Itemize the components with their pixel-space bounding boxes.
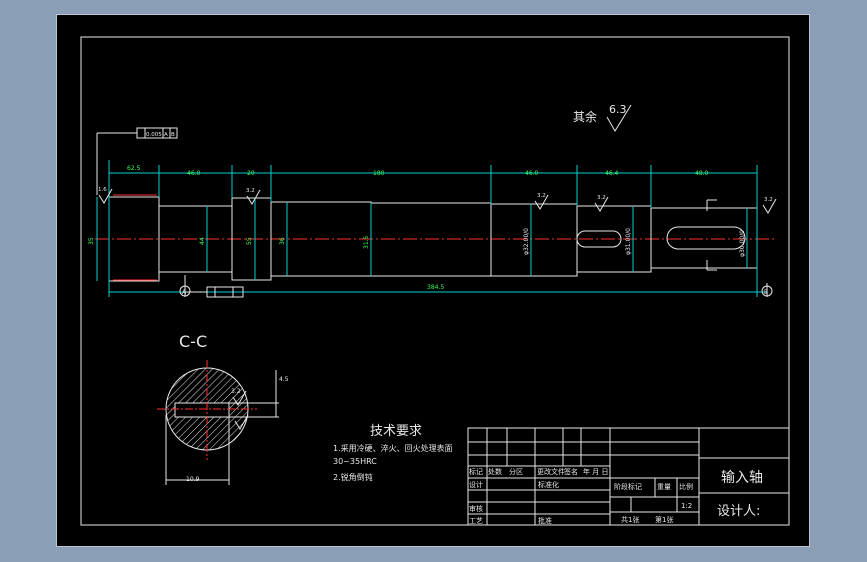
tb-sheet-no: 第1张 — [655, 515, 673, 524]
tech-req-item-3: 2.锐角倒钝 — [333, 472, 373, 482]
roughness-rest-value: 6.3 — [609, 103, 627, 116]
part-name: 输入轴 — [721, 470, 763, 486]
shaft-outline — [108, 196, 758, 282]
tb-count: 处数 — [488, 467, 502, 476]
tb-mark: 标记 — [469, 467, 483, 476]
dim-fit-2: φ31.00/0 — [625, 228, 632, 255]
section-view — [157, 360, 279, 485]
tb-process: 工艺 — [469, 517, 483, 525]
dim-diameter-1: 35 — [88, 237, 95, 245]
dim-fit-1: φ32.00/0 — [523, 228, 530, 255]
section-dim-width: 10.9 — [186, 476, 200, 483]
tech-req-item-2: 30~35HRC — [333, 457, 377, 466]
dim-top-3: 20 — [247, 170, 255, 177]
section-title: C-C — [179, 332, 207, 351]
designer-label: 设计人: — [717, 504, 760, 519]
tech-req-title: 技术要求 — [370, 424, 422, 439]
dim-top-2: 46.0 — [187, 170, 201, 177]
roughness-2: 3.2 — [246, 188, 255, 194]
dim-diameter-5: 31.5 — [363, 235, 370, 249]
tb-zone: 分区 — [509, 467, 523, 476]
roughness-1: 1.6 — [98, 187, 107, 193]
tb-sign: 签名 — [564, 467, 578, 476]
tb-scale: 1:2 — [681, 502, 692, 510]
dim-top-7: 48.0 — [695, 170, 709, 177]
tb-date: 年 月 日 — [583, 467, 608, 476]
datum-a-icon — [179, 285, 191, 297]
dim-overall: 384.5 — [427, 284, 444, 291]
section-roughness: 3.2 — [231, 388, 241, 395]
dim-fit-3: φ30.00/0 — [739, 230, 746, 257]
tb-change-doc: 更改文件 — [537, 467, 565, 476]
roughness-3: 3.2 — [537, 193, 546, 199]
dim-top-6: 46.4 — [605, 170, 619, 177]
cad-drawing: A B 0.005 A B 62.5 46.0 20 180 46.0 46.4… — [80, 36, 790, 526]
tech-req-item-1: 1.采用冷硬、淬火、回火处理表面 — [333, 443, 453, 453]
tb-weight: 重量 — [657, 483, 671, 491]
dim-diameter-3: 55 — [246, 237, 253, 245]
title-block-grid — [467, 427, 790, 526]
tb-review: 审核 — [469, 504, 483, 513]
tolerance-value: 0.005 — [146, 132, 162, 138]
tb-stage-mark: 阶段标记 — [614, 482, 642, 491]
dim-diameter-4: 36 — [279, 237, 286, 245]
roughness-rest-label: 其余 — [573, 109, 597, 124]
tolerance-frame-bottom — [206, 286, 244, 298]
tolerance-datum-b: B — [171, 132, 175, 138]
roughness-5: 3.2 — [764, 197, 773, 203]
gear-marks — [113, 194, 157, 281]
tb-sheet-total: 共1张 — [621, 515, 639, 524]
dim-top-5: 46.0 — [525, 170, 539, 177]
tb-ratio: 比例 — [679, 482, 693, 491]
tolerance-frame-top: 0.005 A B — [136, 127, 178, 139]
dim-top-1: 62.5 — [127, 165, 141, 172]
roughness-rest-icon — [606, 104, 632, 132]
datum-b-letter: B — [764, 289, 768, 296]
roughness-4: 3.2 — [597, 195, 606, 201]
drawing-sheet: A B 0.005 A B 62.5 46.0 20 180 46.0 46.4… — [56, 14, 810, 547]
dimension-lines — [96, 160, 767, 297]
dim-top-4: 180 — [373, 170, 385, 177]
dim-diameter-2: 44 — [199, 237, 206, 245]
inner-frame — [80, 36, 790, 526]
tb-design: 设计 — [469, 480, 483, 489]
tb-approve: 批准 — [538, 516, 552, 525]
datum-b-icon — [761, 285, 773, 297]
roughness-symbols — [98, 188, 777, 214]
tolerance-datum-a: A — [164, 132, 168, 138]
datum-a-letter: A — [182, 289, 187, 296]
section-dim-depth: 4.5 — [279, 376, 289, 383]
title-block-headers: 标记 处数 分区 更改文件 签名 年 月 日 设计 标准化 阶段标记 重量 比例… — [469, 467, 693, 525]
tb-standardize: 标准化 — [538, 480, 559, 489]
